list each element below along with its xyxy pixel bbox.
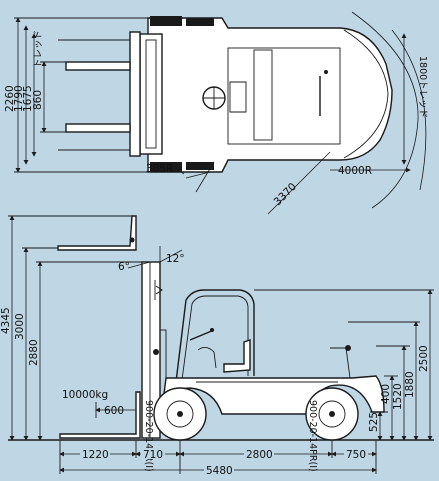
side-steering-wheel — [189, 329, 215, 341]
overhead-guard — [175, 289, 255, 383]
plan-engine-hood — [253, 49, 273, 141]
plan-fork-lower — [65, 123, 131, 133]
side-label-1220: 1220 — [82, 449, 109, 461]
side-seat — [223, 339, 251, 373]
rear-tire-label: 900-20-14PR(I) — [307, 400, 318, 472]
plan-view: 2260 1790 1675 860 トレッド 1800トレッド 385R 33… — [4, 11, 428, 215]
side-label-710: 710 — [143, 449, 163, 461]
side-label-1880: 1880 — [404, 371, 416, 398]
plan-label-4000r: 4000R — [338, 165, 372, 177]
side-label-4345: 4345 — [0, 307, 12, 334]
side-label-2500: 2500 — [418, 345, 430, 372]
plan-label-385r: 385R — [146, 163, 173, 175]
plan-body-outline — [147, 17, 393, 173]
side-label-2800: 2800 — [246, 449, 273, 461]
side-label-400: 400 — [380, 384, 392, 404]
side-label-525: 525 — [368, 412, 380, 432]
side-label-2880: 2880 — [28, 339, 40, 366]
plan-counterweight — [343, 29, 389, 159]
front-tire-label: 900-20-14PR(I) — [143, 400, 154, 472]
side-label-600: 600 — [104, 405, 124, 417]
side-view: 6° 12° 4345 3000 2880 10000kg 600 900-20… — [0, 215, 434, 477]
plan-label-860: 860 — [32, 90, 44, 110]
side-label-750: 750 — [346, 449, 366, 461]
plan-label-1790: 1790 — [13, 85, 25, 112]
angle-12: 12° — [166, 253, 185, 265]
plan-mast — [139, 33, 163, 155]
plan-seat — [229, 81, 247, 113]
plan-front-wheel-top — [150, 16, 182, 26]
plan-fork-carriage — [129, 31, 141, 157]
load-label: 10000kg — [62, 389, 108, 401]
plan-label-tread-left: トレッド — [33, 30, 44, 68]
plan-fork-upper — [65, 61, 131, 71]
plan-label-3370: 3370 — [272, 181, 299, 208]
side-label-3000: 3000 — [14, 313, 26, 340]
lowered-fork — [59, 391, 141, 439]
angle-6: 6° — [118, 261, 130, 273]
side-label-1520: 1520 — [392, 383, 404, 410]
plan-label-1675: 1675 — [22, 85, 34, 112]
raised-fork — [57, 215, 137, 251]
plan-front-wheel-bottom — [150, 162, 182, 172]
plan-label-tread-right: 1800トレッド — [417, 56, 428, 118]
plan-deck — [227, 47, 341, 145]
side-label-5480: 5480 — [206, 465, 233, 477]
plan-label-2260: 2260 — [4, 85, 16, 112]
